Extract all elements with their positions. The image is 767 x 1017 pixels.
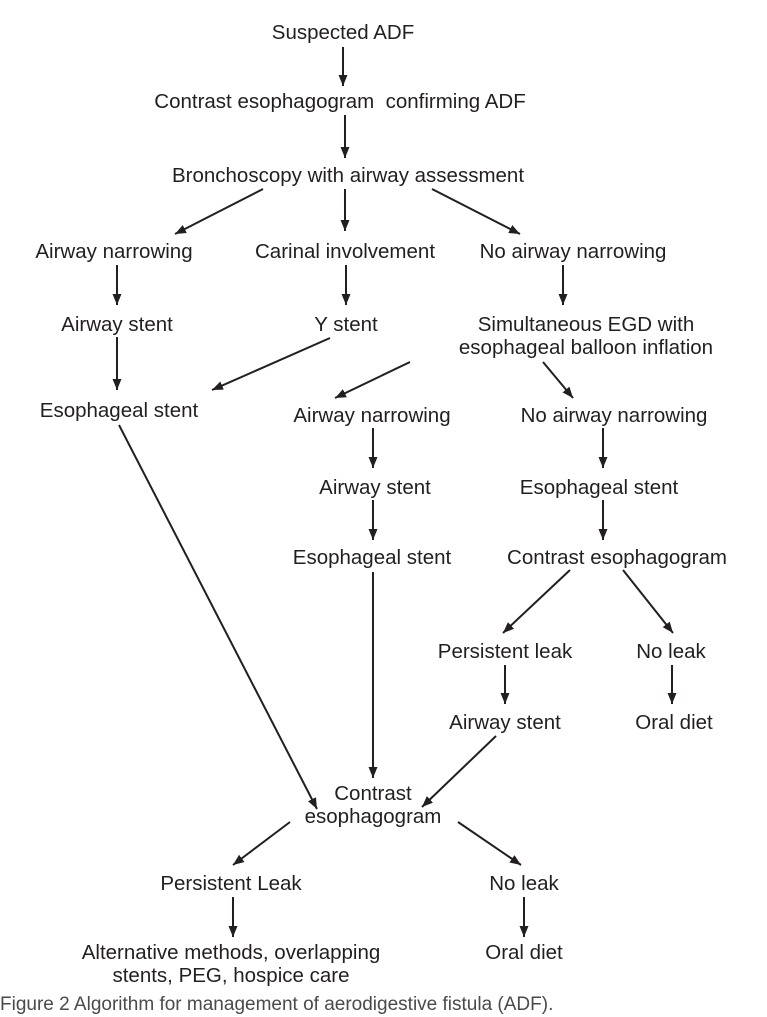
node-no-airway-narrowing-top: No airway narrowing: [480, 240, 667, 263]
node-y-stent: Y stent: [314, 313, 377, 336]
node-label: Carinal involvement: [254, 240, 436, 263]
arrow-contrast-to-persistent-leak: [502, 569, 571, 634]
node-label: Esophageal stent: [39, 399, 199, 422]
node-bronchoscopy: Bronchoscopy with airway assessment: [172, 164, 524, 187]
arrow-contrast-to-no-leak: [622, 569, 674, 634]
node-label: No airway narrowing: [520, 404, 708, 427]
node-label: Bronchoscopy with airway assessment: [171, 164, 525, 187]
arrow-bronchoscopy-to-airway-narrowing: [174, 188, 264, 235]
node-carinal-involvement: Carinal involvement: [255, 240, 435, 263]
node-label: Airway stent: [319, 476, 431, 499]
node-esophageal-stent-right: Esophageal stent: [520, 476, 678, 499]
node-label: No leak: [636, 640, 706, 663]
node-esophageal-stent-left: Esophageal stent: [40, 399, 198, 422]
node-oral-diet-final: Oral diet: [485, 941, 562, 964]
node-label-line-2: esophageal balloon inflation: [458, 336, 714, 359]
arrow-egd-to-airway-narrowing: [334, 361, 411, 399]
node-oral-diet-right: Oral diet: [635, 711, 712, 734]
node-simultaneous-egd: Simultaneous EGD with esophageal balloon…: [459, 313, 713, 359]
figure-caption: Figure 2 Algorithm for management of aer…: [0, 994, 554, 1015]
node-label-line-2: stents, PEG, hospice care: [112, 964, 350, 987]
node-airway-stent-mid: Airway stent: [319, 476, 431, 499]
arrow-final-contrast-to-no-leak: [457, 821, 522, 866]
node-airway-stent-right: Airway stent: [449, 711, 561, 734]
node-persistent-leak-right: Persistent leak: [438, 640, 572, 663]
node-label: Oral diet: [485, 941, 563, 964]
node-label: Airway narrowing: [293, 404, 451, 427]
arrow-left-esophageal-stent-to-final-contrast: [118, 424, 318, 810]
node-label: Esophageal stent: [292, 546, 452, 569]
arrow-bronchoscopy-to-no-narrowing: [431, 188, 521, 235]
node-suspected-adf: Suspected ADF: [272, 21, 414, 44]
node-airway-stent-left: Airway stent: [61, 313, 173, 336]
node-final-contrast-esophagogram: Contrast esophagogram: [305, 782, 442, 828]
node-label: Y stent: [314, 313, 378, 336]
node-label: Persistent leak: [437, 640, 573, 663]
node-label: Oral diet: [635, 711, 713, 734]
node-label: Persistent Leak: [160, 872, 302, 895]
node-no-airway-narrowing-right: No airway narrowing: [521, 404, 708, 427]
node-label: Suspected ADF: [271, 21, 415, 44]
node-label: Contrast esophagogram confirming ADF: [154, 90, 526, 113]
arrow-egd-to-no-narrowing: [542, 361, 574, 399]
node-label-line-1: Alternative methods, overlapping: [81, 941, 381, 964]
arrow-right-airway-stent-to-final-contrast: [421, 735, 497, 808]
node-contrast-confirming-adf: Contrast esophagogram confirming ADF: [154, 90, 525, 113]
node-label: No airway narrowing: [479, 240, 667, 263]
node-label-line-1: Simultaneous EGD with: [477, 313, 695, 336]
node-label-line-2: esophagogram: [304, 805, 442, 828]
node-label: Esophageal stent: [519, 476, 679, 499]
node-esophageal-stent-mid: Esophageal stent: [293, 546, 451, 569]
node-alternative-methods: Alternative methods, overlapping stents,…: [82, 941, 381, 987]
node-airway-narrowing-left: Airway narrowing: [35, 240, 192, 263]
node-airway-narrowing-mid: Airway narrowing: [293, 404, 450, 427]
node-persistent-leak-final: Persistent Leak: [160, 872, 301, 895]
node-label: Contrast esophagogram: [507, 546, 727, 569]
node-contrast-esophagogram-right: Contrast esophagogram: [507, 546, 727, 569]
arrow-y-stent-to-esophageal-stent: [211, 337, 331, 391]
node-no-leak-final: No leak: [489, 872, 559, 895]
node-label: Airway stent: [449, 711, 561, 734]
node-label: Airway narrowing: [35, 240, 193, 263]
arrow-final-contrast-to-persistent-leak: [232, 821, 291, 866]
node-no-leak-right: No leak: [636, 640, 706, 663]
node-label: Airway stent: [61, 313, 173, 336]
node-label: No leak: [489, 872, 559, 895]
node-label-line-1: Contrast: [334, 782, 412, 805]
